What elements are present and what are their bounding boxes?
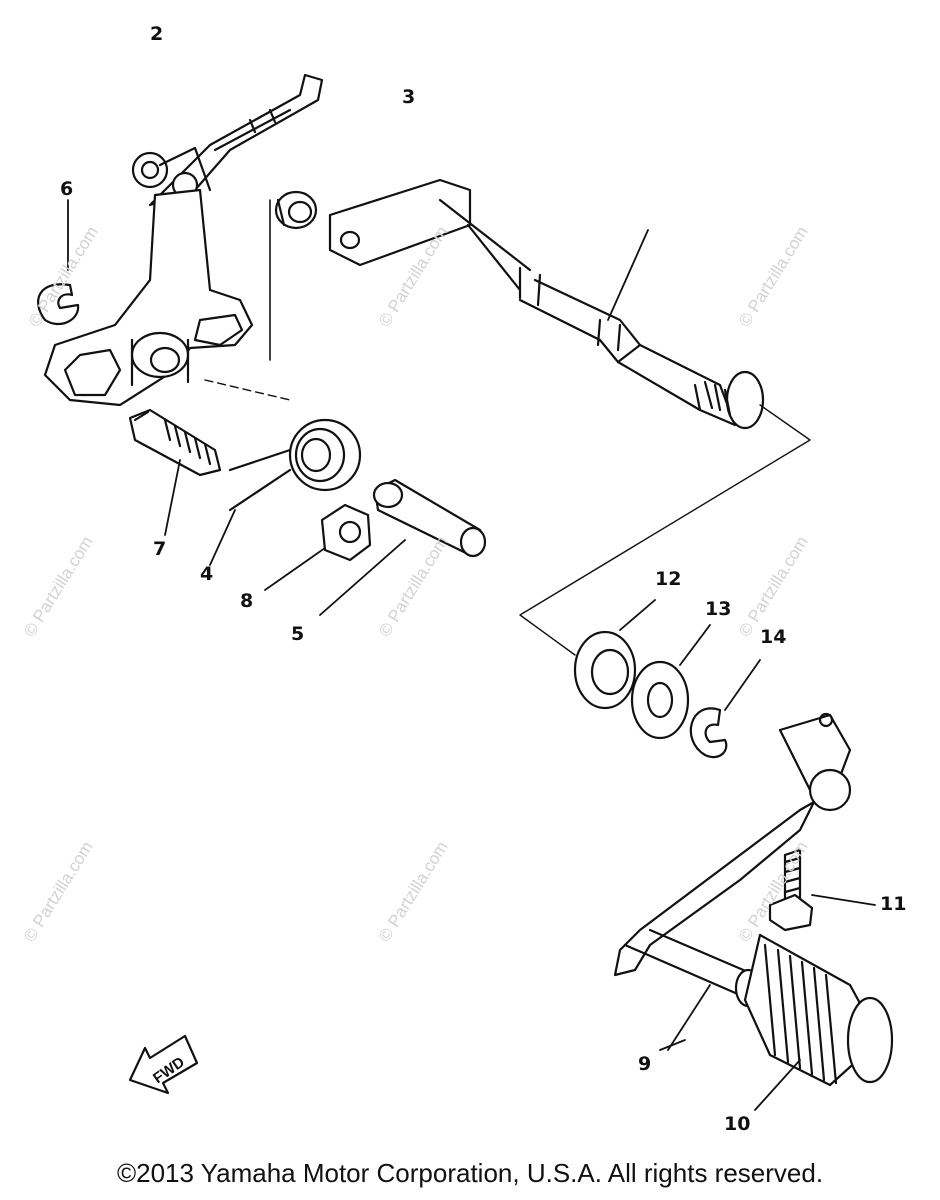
part-7-bolt bbox=[128, 408, 222, 477]
callout-5: 5 bbox=[291, 623, 305, 645]
part-1-shift-shaft bbox=[328, 178, 765, 430]
part-10-rubber bbox=[743, 933, 894, 1087]
part-12-seal bbox=[573, 630, 637, 710]
callout-13: 13 bbox=[705, 598, 732, 620]
part-4-spring bbox=[228, 418, 362, 512]
part-5-pin bbox=[372, 478, 487, 558]
part-8-nut bbox=[320, 503, 372, 562]
callout-9: 9 bbox=[638, 1053, 652, 1075]
callout-7: 7 bbox=[153, 538, 167, 560]
callout-4: 4 bbox=[200, 563, 214, 585]
part-9-shift-pedal bbox=[613, 712, 852, 1008]
callout-2: 2 bbox=[150, 23, 164, 45]
callout-11: 11 bbox=[880, 893, 907, 915]
part-3-collar bbox=[274, 190, 318, 230]
callout-8: 8 bbox=[240, 590, 254, 612]
part-14-clip bbox=[689, 707, 728, 759]
callout-6: 6 bbox=[60, 178, 74, 200]
part-6-clip bbox=[37, 283, 80, 326]
copyright-footer: ©2013 Yamaha Motor Corporation, U.S.A. A… bbox=[116, 1158, 824, 1188]
callout-12: 12 bbox=[655, 568, 682, 590]
part-shift-plate bbox=[43, 188, 254, 407]
callout-3: 3 bbox=[402, 86, 416, 108]
fwd-arrow bbox=[128, 1034, 199, 1095]
callout-14: 14 bbox=[760, 626, 787, 648]
part-11-bolt bbox=[768, 848, 814, 932]
callout-10: 10 bbox=[724, 1113, 751, 1135]
part-2-shift-arm bbox=[131, 73, 324, 207]
part-13-washer bbox=[630, 660, 690, 740]
